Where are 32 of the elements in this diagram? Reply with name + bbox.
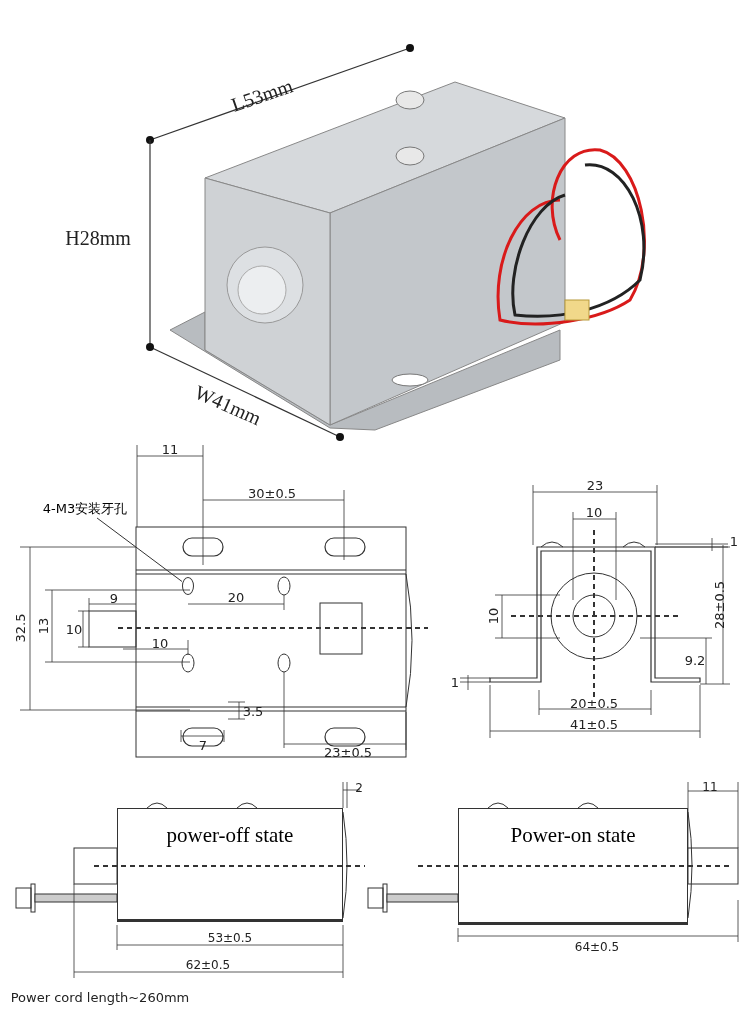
solenoid-body	[117, 808, 343, 922]
note-text: Power cord length~260mm	[10, 990, 190, 1004]
dimension-value: 32.5	[13, 613, 27, 643]
dimension-label: H28mm	[65, 228, 131, 248]
callout-text: 4-M3安装牙孔	[20, 500, 150, 518]
dimension-value: 9	[109, 591, 119, 605]
dimension-value: 10	[585, 505, 603, 519]
solenoid-body	[458, 808, 688, 925]
dimension-value: 30±0.5	[247, 486, 297, 500]
dimension-value: 9.2	[684, 653, 706, 667]
dimension-value: 2	[355, 782, 363, 794]
dimension-value: 28±0.5	[712, 580, 726, 630]
dimension-value: 3.5	[242, 704, 264, 718]
dimension-value: 62±0.5	[185, 959, 231, 971]
dimension-value: 13	[36, 617, 50, 635]
dimension-value: 11	[161, 442, 179, 456]
dimension-value: 10	[65, 622, 83, 636]
dimension-value: 1	[729, 534, 739, 548]
dimension-value: 10	[486, 607, 500, 625]
dimension-value: 64±0.5	[574, 941, 620, 953]
dimension-value: 41±0.5	[569, 717, 619, 731]
dimension-value: 1	[450, 675, 460, 689]
dimension-value: 10	[151, 636, 169, 650]
dimension-value: 7	[198, 738, 208, 752]
dimension-value: 53±0.5	[207, 932, 253, 944]
dimension-value: 23±0.5	[323, 745, 373, 759]
dimension-value: 20±0.5	[569, 696, 619, 710]
leader-line	[96, 517, 183, 582]
dimension-value: 23	[586, 478, 604, 492]
dimension-value: 11	[702, 781, 718, 793]
dimension-label: L53mm	[228, 75, 296, 115]
dimension-value: 20	[227, 590, 245, 604]
